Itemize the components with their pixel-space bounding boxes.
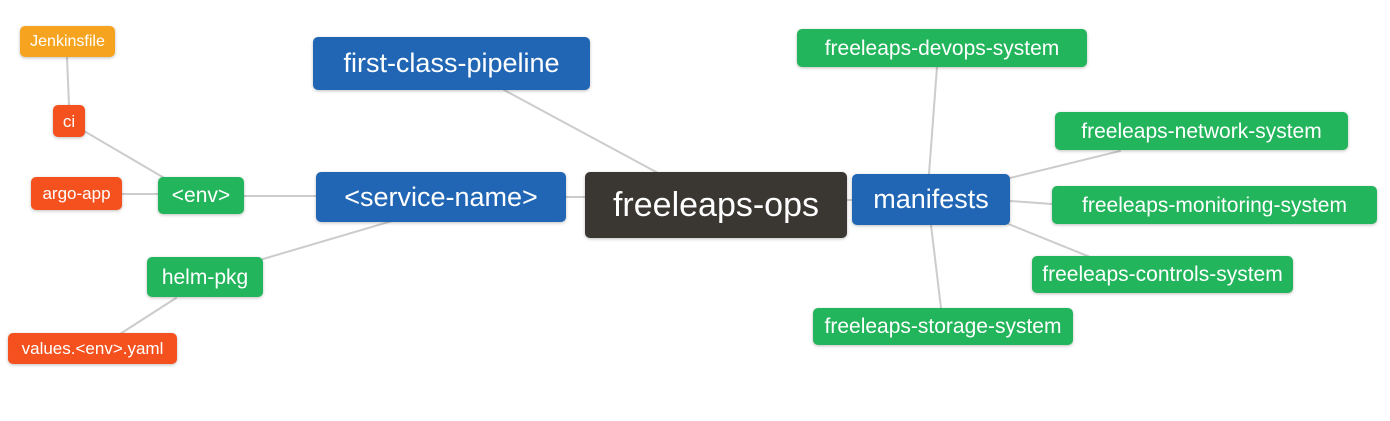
node-service-name[interactable]: <service-name> [316,172,566,222]
edge-manifests--freeleaps-network-system [1009,150,1121,179]
edge-jenkinsfile--ci [66,56,70,107]
edge-values-env-yaml--helm-pkg [119,297,177,335]
node-ci[interactable]: ci [53,105,85,137]
node-label: freeleaps-ops [612,186,819,224]
node-label: freeleaps-devops-system [824,36,1060,60]
node-freeleaps-devops-system[interactable]: freeleaps-devops-system [797,29,1087,67]
node-label: freeleaps-network-system [1081,119,1322,143]
node-label: <env> [171,184,231,207]
node-label: ci [62,111,76,131]
node-freeleaps-storage-system[interactable]: freeleaps-storage-system [813,308,1073,345]
node-argo-app[interactable]: argo-app [31,177,122,210]
node-label: first-class-pipeline [343,48,560,78]
node-freeleaps-controls-system[interactable]: freeleaps-controls-system [1032,256,1293,293]
node-label: freeleaps-controls-system [1042,263,1283,286]
edge-helm-pkg--service-name [262,220,393,260]
node-first-class-pipeline[interactable]: first-class-pipeline [313,37,590,90]
node-label: values.<env>.yaml [21,339,164,358]
edge-manifests--freeleaps-monitoring-system [1009,200,1053,205]
edge-first-class-pipeline--freeleaps-ops [503,89,659,174]
node-label: manifests [873,184,989,214]
node-jenkinsfile[interactable]: Jenkinsfile [20,26,115,57]
node-manifests[interactable]: manifests [852,174,1010,225]
node-label: helm-pkg [161,265,249,289]
edge-manifests--freeleaps-devops-system [928,66,938,175]
node-freeleaps-monitoring-system[interactable]: freeleaps-monitoring-system [1052,186,1377,224]
edge-manifests--freeleaps-controls-system [1005,222,1091,258]
node-values-env-yaml[interactable]: values.<env>.yaml [8,333,177,364]
node-env[interactable]: <env> [158,177,244,214]
node-label: freeleaps-storage-system [824,315,1062,338]
edge-manifests--freeleaps-storage-system [930,224,942,309]
node-label: freeleaps-monitoring-system [1082,193,1347,217]
node-label: argo-app [42,184,111,203]
node-freeleaps-network-system[interactable]: freeleaps-network-system [1055,112,1348,150]
node-freeleaps-ops[interactable]: freeleaps-ops [585,172,847,238]
node-helm-pkg[interactable]: helm-pkg [147,257,263,297]
node-label: Jenkinsfile [30,32,105,50]
node-label: <service-name> [344,181,538,212]
edge-ci--env [83,130,167,180]
